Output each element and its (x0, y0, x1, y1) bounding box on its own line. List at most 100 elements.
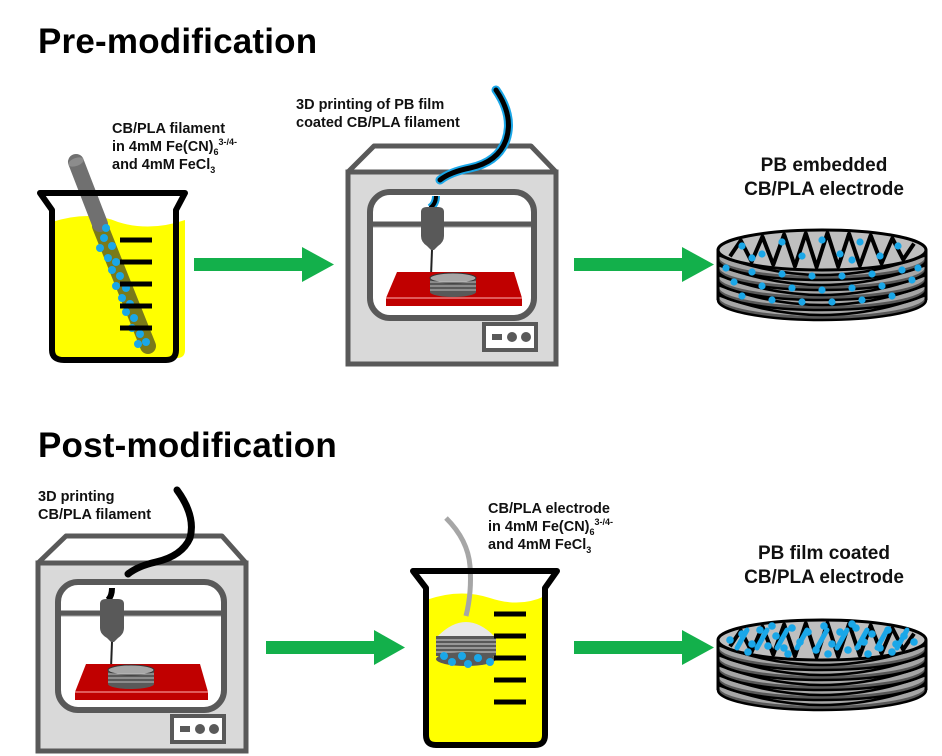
pb-particle (788, 624, 796, 632)
pre-modification-title: Pre-modification (38, 22, 318, 61)
pb-particle (836, 250, 844, 258)
pb-particle (112, 282, 120, 290)
process-arrow-icon (266, 630, 405, 665)
pb-particle (908, 276, 916, 284)
layer-line (717, 263, 927, 287)
pb-particle (856, 238, 864, 246)
pb-particle (464, 660, 472, 668)
pb-particle (784, 650, 792, 658)
pb-particle (798, 298, 806, 306)
pb-particle (764, 642, 772, 650)
pb-particle (118, 294, 126, 302)
pb-particle (448, 658, 456, 666)
pb-particle (828, 640, 836, 648)
pb-particle (730, 278, 738, 286)
pb-particle (440, 652, 448, 660)
pre-result-label: PB embedded CB/PLA electrode (744, 155, 904, 200)
post-result-label: PB film coated CB/PLA electrode (744, 543, 904, 588)
pb-particle (868, 630, 876, 638)
pb-particle (848, 256, 856, 264)
pb-particle (876, 252, 884, 260)
pb-particle (474, 654, 482, 662)
graduation-marks (120, 237, 152, 331)
pb-film-streak (794, 627, 810, 651)
pb-particle (888, 648, 896, 656)
pb-film-streak (734, 627, 750, 651)
pb-particle (748, 254, 756, 262)
pb-particle (868, 270, 876, 278)
post-modification-title: Post-modification (38, 426, 337, 465)
pb-particle (486, 658, 494, 666)
layer-line (717, 673, 927, 697)
pb-particle (780, 644, 788, 652)
layer-line (717, 663, 927, 687)
pb-film-streak (854, 627, 870, 651)
pre-step1-label: CB/PLA filament in 4mM Fe(CN)63-/4- and … (112, 121, 238, 175)
pb-particle (888, 292, 896, 300)
post-3d-printer-icon (35, 486, 249, 754)
pb-particle (894, 242, 902, 250)
pb-film-streak (814, 627, 830, 651)
pb-particle (130, 314, 138, 322)
pb-particle (96, 244, 104, 252)
layer-line (717, 273, 927, 297)
pb-particle (768, 622, 776, 630)
pb-particle (738, 242, 746, 250)
filament-raster (728, 231, 916, 269)
pre-step2-label: 3D printing of PB film coated CB/PLA fil… (296, 97, 460, 131)
process-arrow-icon (574, 630, 714, 665)
process-arrow-icon (194, 247, 334, 282)
pb-particle (122, 308, 130, 316)
pb-particle (824, 650, 832, 658)
pb-particle (798, 252, 806, 260)
pb-particle (768, 296, 776, 304)
pb-particle (878, 282, 886, 290)
pb-particle (838, 272, 846, 280)
pb-particle (772, 632, 780, 640)
pb-particle (864, 650, 872, 658)
post-beaker-icon (410, 516, 560, 748)
pb-particle (910, 638, 918, 646)
pb-embedded-electrode-disc-icon (716, 228, 928, 322)
layer-line (717, 653, 927, 677)
pb-particle (788, 284, 796, 292)
pb-particle (844, 646, 852, 654)
pb-particle (848, 620, 856, 628)
pb-film-streak (754, 627, 770, 651)
pb-particle (108, 242, 116, 250)
pb-particle (828, 298, 836, 306)
pb-particle (744, 648, 752, 656)
pb-film-streak (874, 627, 890, 651)
process-arrow-icon (574, 247, 714, 282)
pb-particle (914, 264, 922, 272)
pb-particle (836, 628, 844, 636)
pb-film-streak (834, 627, 850, 651)
pb-particle (104, 254, 112, 262)
pb-particle (722, 264, 730, 272)
graduation-marks (494, 611, 526, 705)
pb-particle (108, 266, 116, 274)
pb-particles (440, 652, 494, 668)
pb-particle (808, 272, 816, 280)
pb-film-streak (774, 627, 790, 651)
pb-particle (748, 640, 756, 648)
pb-particle (898, 266, 906, 274)
pb-film-streak (894, 627, 910, 651)
pre-beaker-icon (37, 154, 188, 363)
pb-particle (134, 340, 142, 348)
post-step1-label: 3D printing CB/PLA filament (38, 489, 152, 523)
pb-particle (102, 224, 110, 232)
pb-particle (136, 330, 144, 338)
pb-particle (100, 234, 108, 242)
pb-particle (726, 636, 734, 644)
layer-line (717, 683, 927, 707)
pb-particle (758, 250, 766, 258)
pb-particle (818, 236, 826, 244)
pb-particle (738, 292, 746, 300)
pb-particle (858, 296, 866, 304)
pb-particle (458, 652, 466, 660)
pre-3d-printer-icon (345, 85, 559, 367)
post-step2-label: CB/PLA electrode in 4mM Fe(CN)63-/4- and… (488, 501, 614, 555)
pb-film-coated-electrode-disc-icon (716, 618, 928, 712)
pb-particle (142, 338, 150, 346)
